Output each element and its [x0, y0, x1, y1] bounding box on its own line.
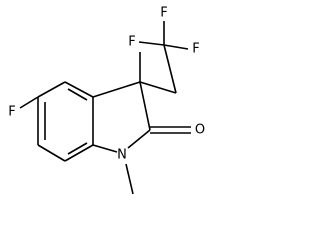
pyrrolidinone-ring [92, 81, 151, 153]
fluorine-cf3-top-label: F [160, 6, 167, 21]
bond-c4-c5 [37, 81, 66, 98]
fluorine-cf3-left-label: F [128, 35, 135, 50]
nitrogen-label: N [117, 148, 127, 163]
bond-c6-c7 [37, 144, 66, 162]
bond-c2-n1 [127, 129, 151, 149]
double-bond-inner-c7-c7a [67, 142, 88, 155]
chemical-structure-diagram: F F F F O N [8, 6, 205, 195]
bond-n1-c7a [92, 144, 118, 153]
double-bond-inner-c4-c3a [67, 88, 88, 101]
bond-cf3-f-right [163, 44, 189, 50]
carbonyl-group [150, 126, 191, 134]
bond-ch2-cf3 [163, 44, 177, 94]
bond-c5-f [19, 96, 39, 109]
bond-c3a-c4 [64, 81, 94, 98]
bond-cf3-f-left [138, 41, 165, 46]
bond-c3a-c3 [92, 81, 141, 98]
benzene-ring [37, 81, 94, 162]
fluorine-cf3-right-label: F [192, 42, 199, 57]
bond-n-methyl [125, 163, 134, 195]
fluorine-aromatic-label: F [8, 105, 15, 120]
bond-c3-c2 [139, 81, 151, 131]
bond-c3-ch2 [139, 81, 177, 94]
oxygen-label: O [195, 123, 205, 138]
bond-c7-c7a [64, 144, 94, 162]
